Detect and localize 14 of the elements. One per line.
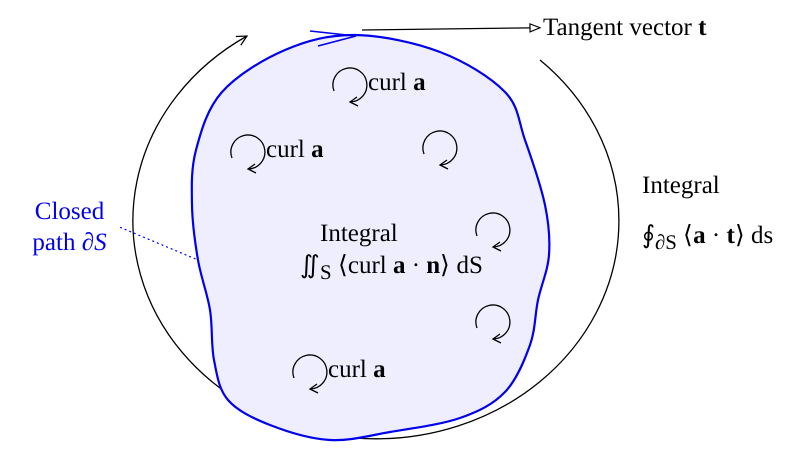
path-label: Closed path ∂S xyxy=(31,197,108,258)
arrow xyxy=(362,23,541,32)
curl-label: curl a xyxy=(368,69,426,96)
leader-line xyxy=(120,226,198,261)
surface-integral-formula: ∬$_{S}$ ⟨curl a · n⟩ dS xyxy=(300,252,483,284)
rotation-icon xyxy=(473,210,513,250)
integral-label: Integral xyxy=(642,172,720,200)
vector-label: Tangent vector t xyxy=(543,14,706,42)
rotation-icon xyxy=(473,302,513,342)
curl-label: curl a xyxy=(328,356,386,384)
rotation-icon xyxy=(420,128,460,168)
curl-label: curl a xyxy=(266,136,324,164)
line-integral-formula: ∮$_{∂S}$ ⟨a · t⟩ ds xyxy=(642,222,774,254)
region-title: Integral xyxy=(320,220,398,248)
